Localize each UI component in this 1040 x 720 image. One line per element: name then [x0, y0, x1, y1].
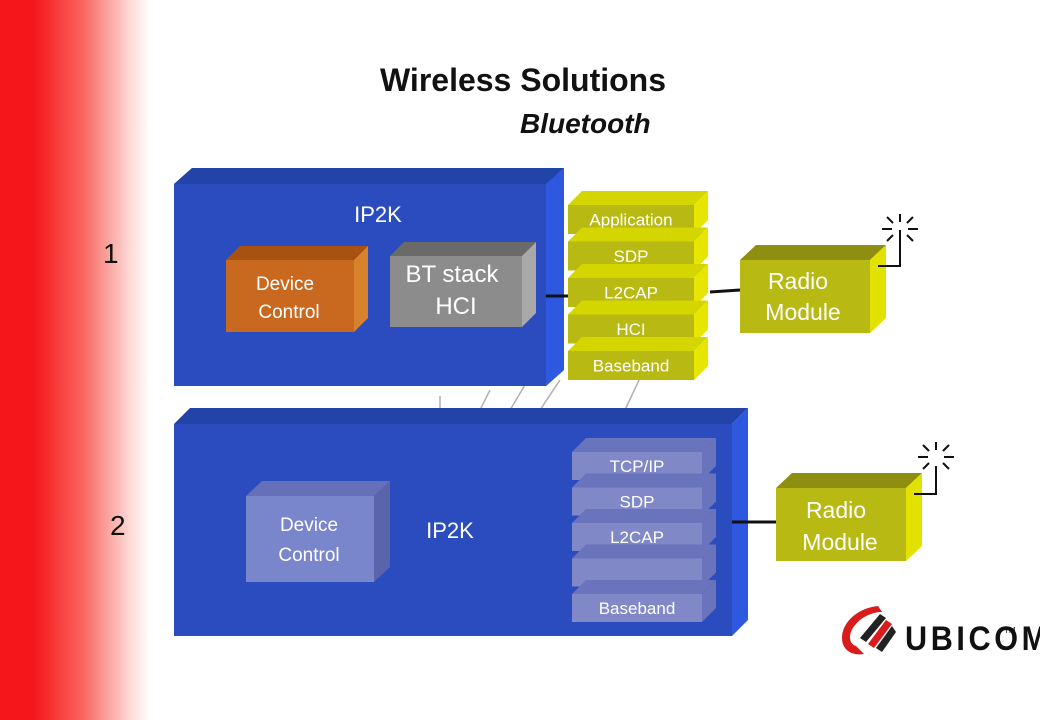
- radio-module-line1-2: Radio: [806, 497, 866, 523]
- stack1-layer-4: Baseband: [568, 337, 708, 380]
- stack1-layer-label-0: Application: [589, 211, 672, 230]
- device-control-box-1: [226, 246, 368, 332]
- slide-title: Wireless Solutions: [380, 62, 666, 98]
- radio-module-line2-1: Module: [765, 299, 840, 325]
- bt-stack-line1: BT stack: [406, 261, 500, 288]
- stack2-layer-label-4: Baseband: [599, 599, 676, 618]
- protocol-stack-2: TCP/IP SDP L2CAP Baseband: [572, 438, 716, 622]
- ubicom-logo-text: UBICOM: [905, 620, 1040, 658]
- ip2k-label-2: IP2K: [426, 518, 474, 543]
- red-gradient-stripe: [0, 0, 150, 720]
- slide-subtitle: Bluetooth: [520, 108, 651, 139]
- device-control-line2-2: Control: [278, 545, 339, 566]
- device-control-line1-2: Device: [280, 515, 338, 536]
- ubicom-swoosh-icon: [842, 606, 896, 655]
- radio-module-line2-2: Module: [802, 529, 877, 555]
- device-control-box-2: [246, 481, 390, 582]
- device-control-line2-1: Control: [258, 302, 319, 323]
- stack2-layer-label-2: L2CAP: [610, 528, 664, 547]
- device-control-line1-1: Device: [256, 274, 314, 295]
- radio-module-line1-1: Radio: [768, 268, 828, 294]
- bt-stack-line2: HCI: [435, 293, 476, 320]
- stack1-layer-label-4: Baseband: [593, 357, 670, 376]
- stack2-layer-label-0: TCP/IP: [610, 457, 665, 476]
- stack1-layer-label-3: HCI: [616, 320, 645, 339]
- radio-module-box-2: [776, 473, 922, 561]
- antenna-icon: [914, 442, 954, 495]
- stack1-layer-label-1: SDP: [614, 247, 649, 266]
- stack1-layer-label-2: L2CAP: [604, 284, 658, 303]
- antenna-icon: [878, 214, 918, 267]
- stack2-layer-label-1: SDP: [620, 493, 655, 512]
- radio-module-box-1: [740, 245, 886, 333]
- bt-stack-box: [390, 242, 536, 327]
- stack2-layer-4: Baseband: [572, 580, 716, 622]
- connector-stack-radio-1: [709, 288, 741, 294]
- configuration-number-1: 1: [103, 238, 119, 269]
- ip2k-label-1: IP2K: [354, 202, 402, 227]
- configuration-number-2: 2: [110, 510, 126, 541]
- ubicom-trademark: TM: [1004, 626, 1016, 635]
